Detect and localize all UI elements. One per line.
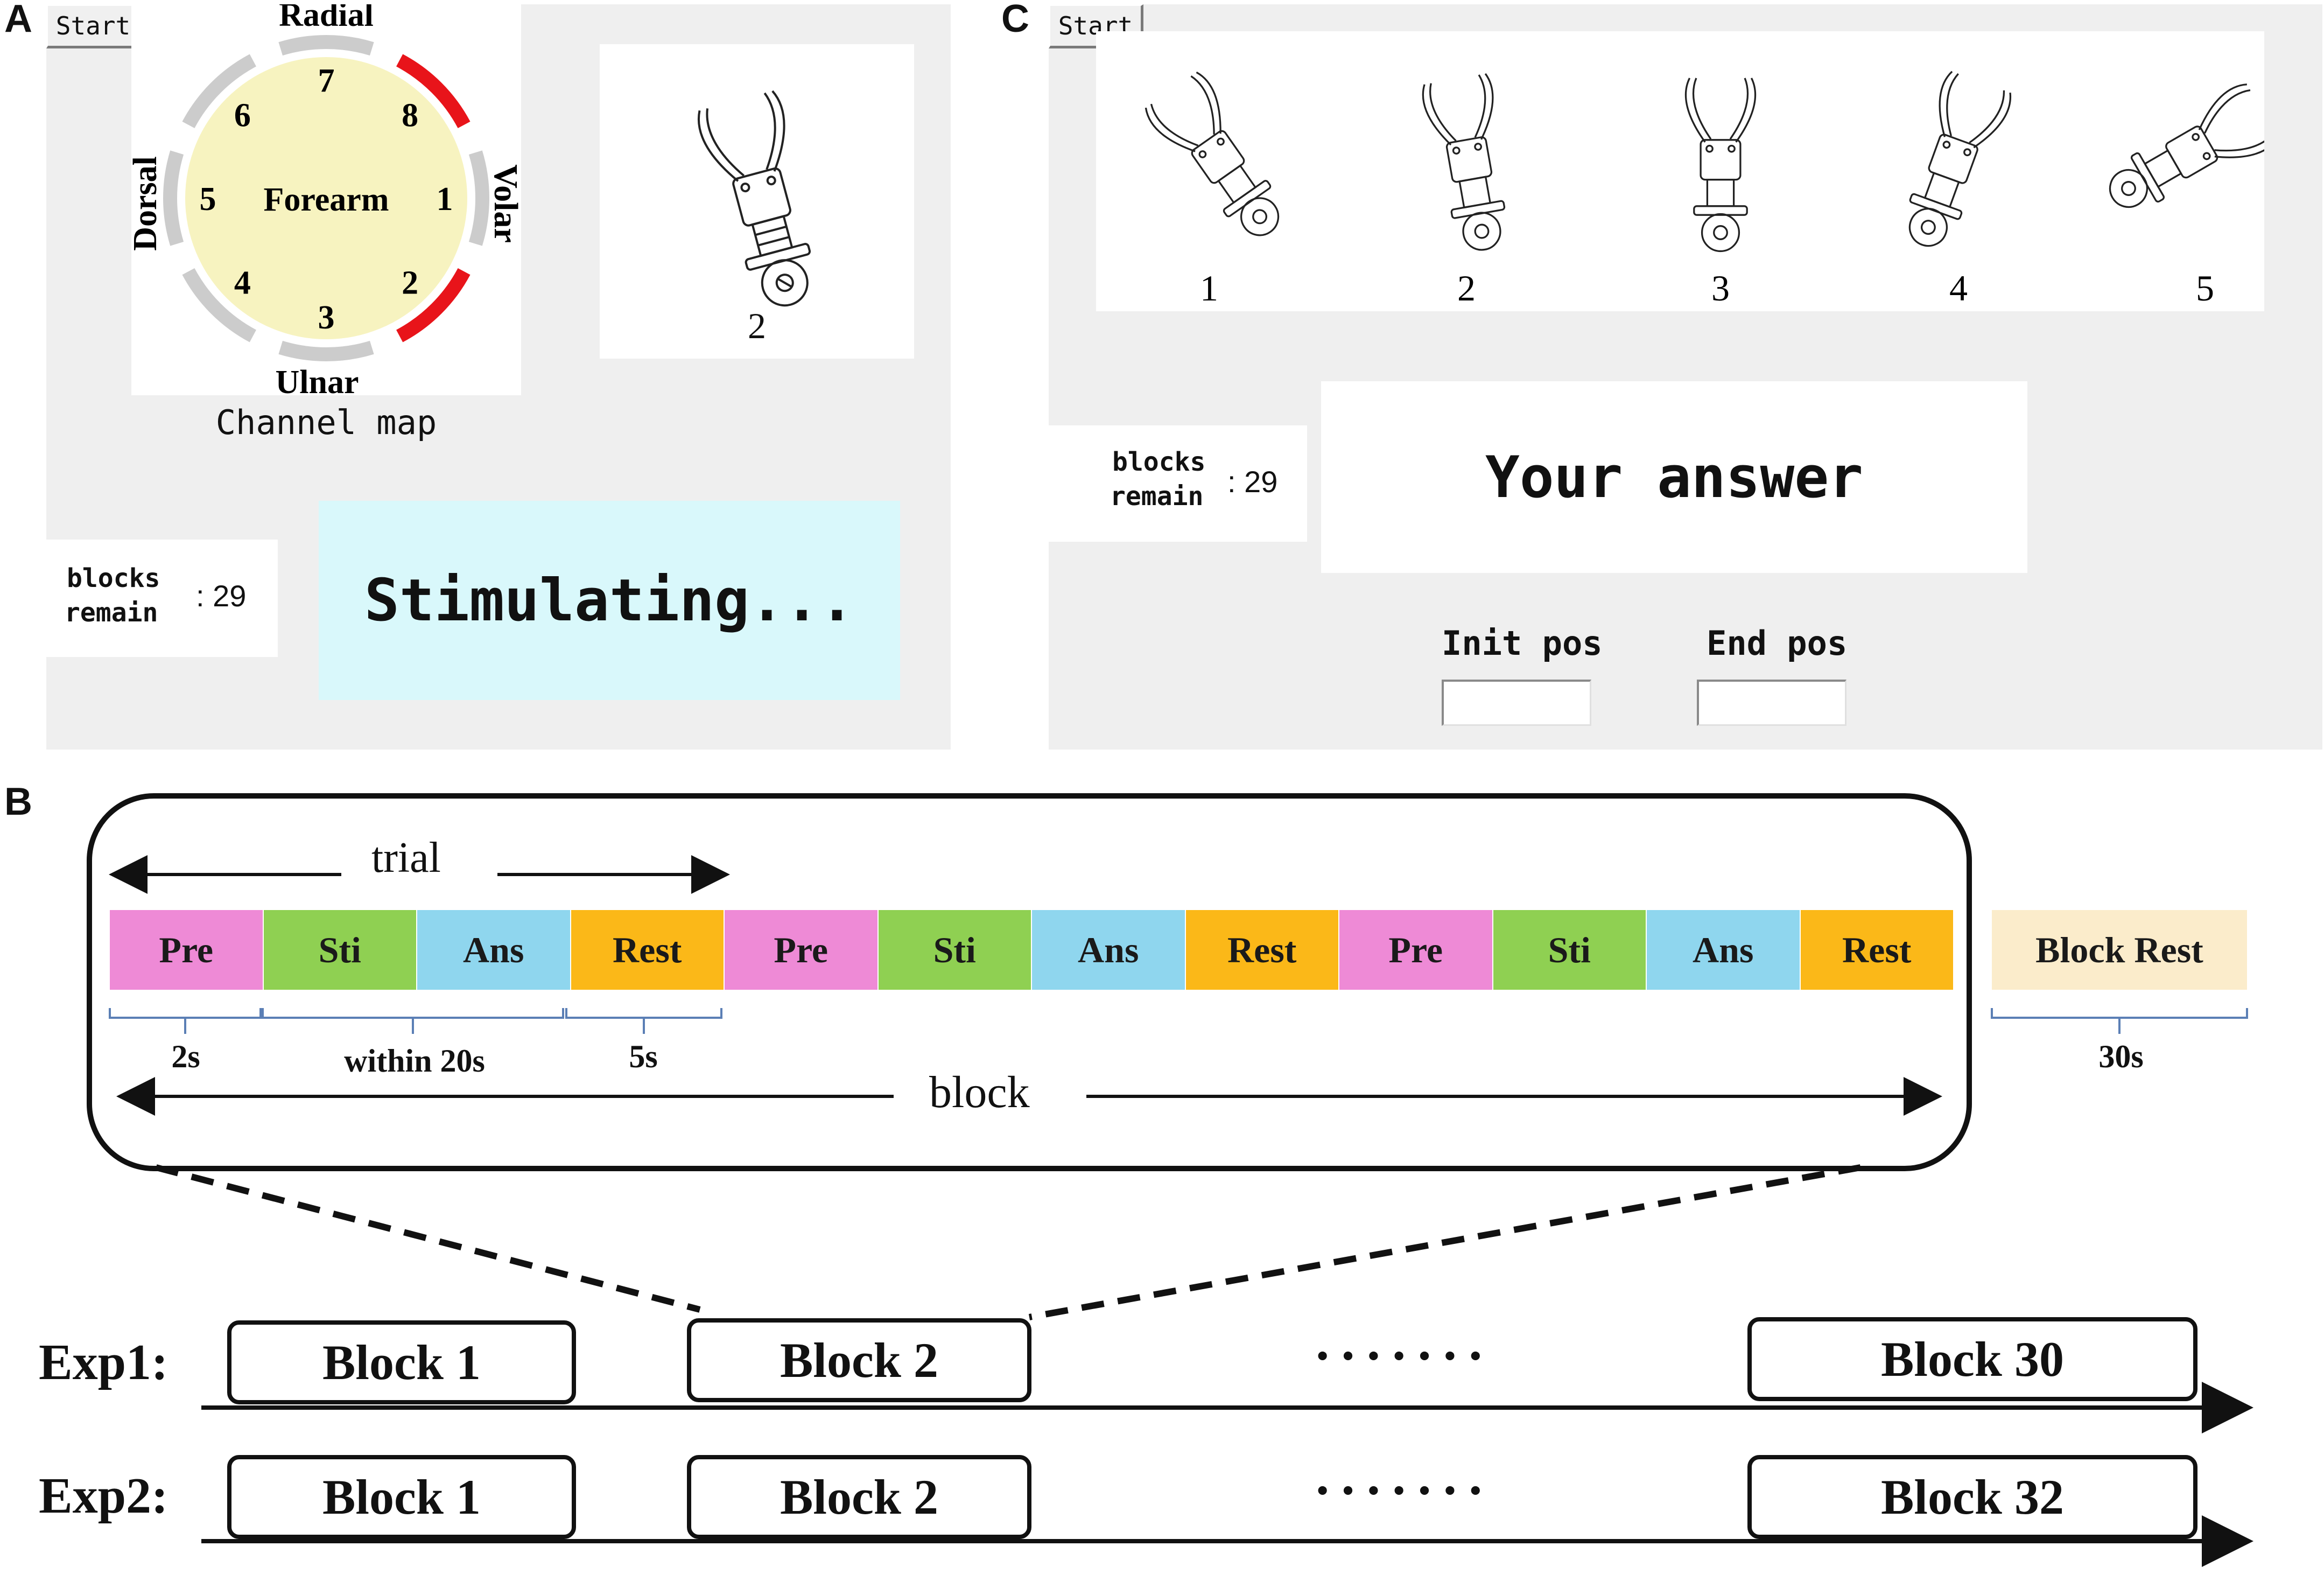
channel-number-3: 3 [318,299,335,336]
robot-hand-icon-2[interactable] [1421,73,1519,256]
blocks-remain-panel-c: blocks remain : 29 [1049,425,1307,542]
electrode-2 [396,268,471,342]
duration-sti-ans: within 20s [344,1043,485,1079]
exp1-block-2: Block 2 [687,1318,1031,1402]
channel-map-svg: 1 2 3 4 5 6 7 8 Forearm Radial Ulnar Dorsal Vol… [131,4,521,395]
exp2-ellipsis: ······· [1314,1460,1492,1520]
blocks-remain-value: : 29 [1227,465,1278,499]
gesture-option-number-4: 4 [1949,268,1968,309]
blocks-remain-label-line2: remain [1110,481,1204,512]
electrode-5 [163,150,184,246]
gesture-preview-number: 2 [748,305,766,346]
phase-segment-ans: Ans [1032,910,1185,990]
exp2-block-1: Block 1 [227,1455,576,1539]
channel-number-5: 5 [200,181,216,218]
channel-number-4: 4 [234,265,251,302]
phase-segment-pre: Pre [1339,910,1492,990]
end-pos-label: End pos [1707,624,1848,663]
exp1-ellipsis: ······· [1314,1326,1492,1386]
electrode-1 [468,150,489,246]
robot-hand-icon-3[interactable] [1684,78,1757,253]
blocks-remain-label-line1: blocks [67,563,160,593]
duration-pre: 2s [171,1039,200,1074]
robot-hand-icon-4[interactable] [1890,70,2014,256]
direction-radial: Radial [279,4,374,33]
electrode-7 [278,35,374,56]
exp1-block-30: Block 30 [1747,1317,2197,1401]
exp1-label: Exp1: [39,1334,168,1390]
direction-dorsal: Dorsal [131,156,164,251]
gesture-option-number-1: 1 [1200,268,1218,309]
duration-block-rest: 30s [2098,1039,2144,1074]
gesture-option-number-2: 2 [1457,268,1476,309]
panel-b-letter: B [4,780,32,823]
gesture-option-number-3: 3 [1711,268,1730,309]
blocks-remain-value: : 29 [196,579,247,613]
phase-segment-ans: Ans [417,910,570,990]
electrode-8 [396,54,471,129]
blocks-remain-panel-a: blocks remain : 29 [46,540,278,657]
channel-number-8: 8 [402,97,418,134]
electrode-6 [182,54,257,129]
channel-number-1: 1 [437,181,453,218]
your-answer-box: Your answer [1321,381,2027,573]
init-pos-input[interactable] [1442,680,1591,726]
robot-hand-icon-5[interactable] [2095,81,2264,228]
phase-segment-ans: Ans [1647,910,1800,990]
blocks-remain-label-line2: remain [65,598,158,628]
forearm-label: Forearm [264,181,389,218]
gesture-options-strip: 1 2 3 4 5 [1096,31,2264,311]
exp2-label: Exp2: [39,1468,168,1524]
duration-rest: 5s [629,1039,658,1074]
channel-map-panel: 1 2 3 4 5 6 7 8 Forearm Radial Ulnar Dorsal Vol… [131,4,521,395]
blocks-remain-label-line1: blocks [1112,447,1206,477]
robot-hand-icon-1[interactable] [1143,70,1299,251]
channel-labels: 1 2 3 4 5 6 7 8 [200,62,453,336]
channel-number-2: 2 [402,265,418,302]
stimulating-status: Stimulating... [319,501,900,700]
channel-number-6: 6 [234,97,251,134]
robot-hand-icon [698,90,811,307]
panel-a-letter: A [4,0,32,40]
duration-brackets [109,1008,2248,1034]
direction-volar: Volar [487,164,521,243]
channel-map-caption: Channel map [215,403,437,442]
phase-segment-sti: Sti [1493,910,1646,990]
electrode-3 [278,340,374,361]
phase-segment-pre: Pre [110,910,263,990]
direction-ulnar: Ulnar [276,364,359,395]
gesture-preview-panel: 2 [600,44,914,359]
block-rest-segment: Block Rest [1992,910,2247,990]
exp2-block-32: Block 32 [1747,1455,2197,1539]
exp2-block-2: Block 2 [687,1455,1031,1539]
phase-segment-rest: Rest [571,910,724,990]
block-label: block [929,1067,1030,1117]
phase-segment-sti: Sti [878,910,1031,990]
start-button-a[interactable]: Start [46,4,141,48]
electrode-ring [163,35,489,361]
forearm-circle [185,57,467,339]
zoom-line-left [155,1164,701,1313]
phase-segment-pre: Pre [725,910,877,990]
gesture-strip-svg: 1 2 3 4 5 [1143,70,2264,309]
phase-segment-sti: Sti [263,910,416,990]
gesture-option-number-5: 5 [2196,268,2214,309]
trial-label: trial [371,834,441,882]
channel-number-7: 7 [318,62,335,99]
zoom-line-right [1028,1164,1862,1320]
panel-c-letter: C [1001,0,1029,40]
exp1-block-1: Block 1 [227,1320,576,1404]
panel-a-window: Start 1 2 3 4 5 6 7 8 Forearm Radial Ulnar Dors… [46,4,951,750]
phase-segment-rest: Rest [1185,910,1338,990]
electrode-4 [182,268,257,342]
init-pos-label: Init pos [1442,624,1603,663]
end-pos-input[interactable] [1697,680,1846,726]
phase-segment-rest: Rest [1800,910,1953,990]
